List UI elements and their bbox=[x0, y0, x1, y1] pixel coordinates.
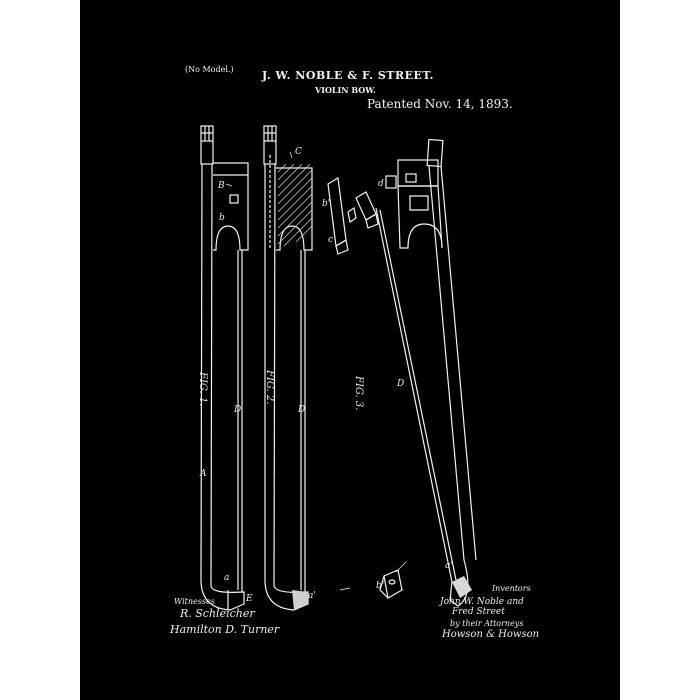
fig2-label: FIG. 2. bbox=[264, 370, 275, 405]
witness-signature-1: R. Schleicher bbox=[180, 607, 255, 620]
attorney-signature: Howson & Howson bbox=[442, 629, 540, 640]
inventor-signature-2: Fred Street bbox=[452, 607, 505, 617]
fig1-label: FIG. 1. bbox=[197, 372, 208, 407]
ref-letter-d: d bbox=[378, 179, 384, 189]
ref-letter-a: a bbox=[224, 573, 230, 583]
ref-letter-a-prime-fig3: a' bbox=[445, 561, 453, 571]
fig3-label: FIG. 3. bbox=[353, 376, 364, 411]
fig3-exploded-parts bbox=[327, 177, 379, 255]
ref-letter-b-prime: b' bbox=[322, 199, 331, 209]
ref-letter-b: b bbox=[219, 213, 225, 223]
fig1-bow bbox=[200, 125, 249, 611]
patent-date: Patented Nov. 14, 1893. bbox=[367, 97, 513, 111]
witnesses-label: Witnesses bbox=[174, 597, 215, 606]
ref-letter-D-fig2: D bbox=[298, 405, 306, 415]
ref-letter-A: A bbox=[200, 469, 207, 479]
ref-letter-a-prime: a' bbox=[308, 591, 316, 601]
ref-letter-b-prime-detail: b' bbox=[376, 581, 385, 591]
ref-letter-E: E bbox=[246, 594, 253, 604]
no-model-note: (No Model.) bbox=[185, 65, 234, 74]
fig3-detached-wedge bbox=[379, 569, 403, 599]
patent-sheet: (No Model.) J. W. NOBLE & F. STREET. VIO… bbox=[80, 0, 620, 700]
reference-leaders bbox=[225, 151, 407, 591]
ref-letter-D-fig1: D bbox=[234, 405, 242, 415]
patent-drawing bbox=[200, 125, 477, 611]
invention-title: VIOLIN BOW. bbox=[315, 85, 376, 95]
ref-letter-B: B bbox=[218, 181, 225, 191]
fig2-hatching bbox=[277, 163, 313, 247]
ref-letter-D-fig3: D bbox=[397, 379, 405, 389]
fig3-bow bbox=[375, 138, 477, 607]
witness-signature-2: Hamilton D. Turner bbox=[170, 623, 280, 636]
inventors-label: Inventors bbox=[492, 584, 531, 593]
ref-letter-c: c bbox=[328, 235, 334, 245]
inventor-signature-1: John W. Noble and bbox=[440, 597, 524, 607]
fig2-bow bbox=[263, 125, 313, 611]
ref-letter-C: C bbox=[295, 147, 302, 157]
patent-inventors-title: J. W. NOBLE & F. STREET. bbox=[262, 69, 434, 82]
attorney-by-line: by their Attorneys bbox=[450, 619, 524, 628]
